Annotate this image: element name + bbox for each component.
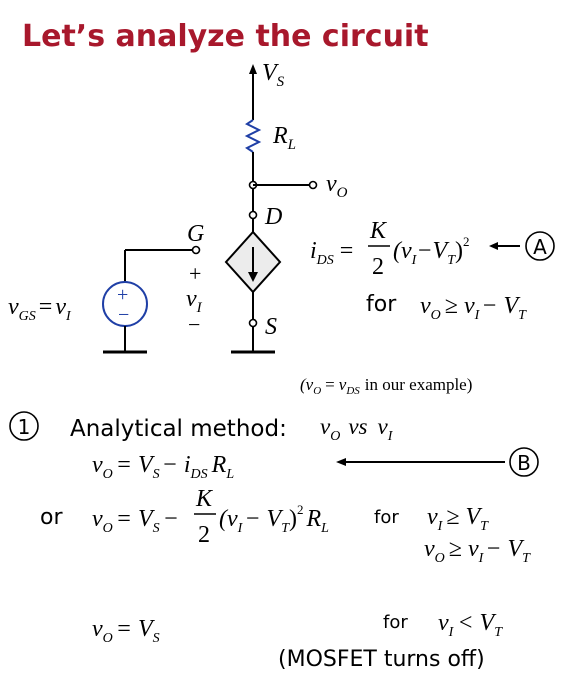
eq-a-num: K	[369, 218, 388, 244]
eq-or-cond-for: for	[374, 507, 399, 528]
eq-a-cond-for: for	[366, 292, 397, 317]
eq-or-den: 2	[198, 522, 210, 548]
marker-a	[525, 231, 555, 261]
eq-a-rhs: (vI−VT)2	[393, 234, 469, 268]
mosfet-off-note: (MOSFET turns off)	[278, 647, 485, 672]
eq-or-cond1: vI≥ VT	[427, 504, 489, 534]
gate-label: G	[187, 221, 204, 247]
vs-label: VS	[262, 60, 285, 90]
eq-a-condition: vO≥ vI− VT	[420, 293, 527, 323]
eq-or-lhs: vO= VS−	[92, 506, 179, 536]
source-label: S	[265, 314, 277, 340]
eq-or-label: or	[40, 505, 63, 530]
source-minus: −	[118, 304, 129, 326]
gate-terminal	[191, 245, 201, 255]
eq-off: vO= VS	[92, 616, 160, 646]
eq-off-cond: vI< VT	[438, 610, 503, 640]
source-plus: +	[117, 284, 128, 306]
eq-a-lhs: iDS=	[310, 238, 353, 268]
eq-a-den: 2	[372, 254, 384, 280]
vo-label: vO	[326, 171, 348, 201]
marker-b	[509, 447, 539, 477]
slide-title: Let’s analyze the circuit	[22, 19, 429, 54]
supply-arrow-icon	[249, 64, 257, 74]
eq-b-arrow-icon	[336, 458, 346, 466]
resistor-rl	[244, 119, 262, 153]
eq-a-arrow-icon	[489, 242, 498, 250]
vi-minus: −	[188, 312, 200, 337]
eq-or-cond2: vO≥ vI− VT	[424, 536, 531, 566]
vi-label: vI	[186, 286, 203, 316]
source-terminal	[248, 318, 258, 328]
eq-or-num: K	[195, 486, 214, 512]
circuit	[102, 64, 318, 354]
method-number: 1	[18, 415, 31, 439]
vo-terminal	[308, 180, 318, 190]
eq-off-cond-for: for	[383, 612, 408, 633]
method-number-badge	[9, 411, 39, 441]
rl-label: RL	[272, 123, 296, 153]
vgs-equation: vGS=vI	[8, 294, 72, 324]
drain-terminal	[248, 210, 258, 220]
vi-plus: +	[189, 261, 201, 286]
method-label: Analytical method:	[70, 416, 287, 442]
equation-a: iDS= K 2 (vI−VT)2 A for vO≥ vI− VT	[310, 218, 555, 323]
marker-b-label: B	[517, 451, 531, 475]
current-arrow-icon	[248, 272, 258, 282]
marker-a-label: A	[533, 235, 547, 259]
drain-label: D	[264, 204, 282, 230]
